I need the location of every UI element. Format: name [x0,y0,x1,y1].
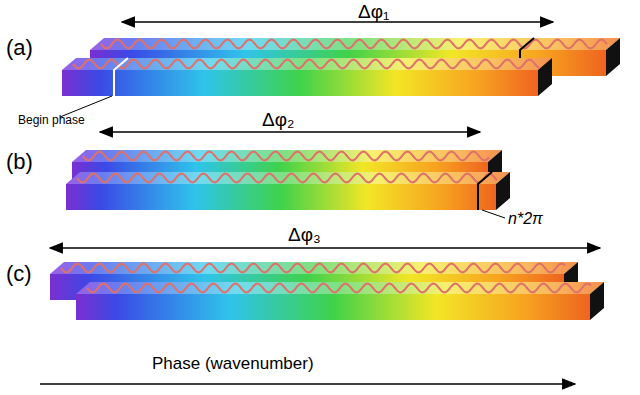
panel-label: (c) [6,262,32,286]
bar-top [72,150,502,162]
bar-front [66,184,496,210]
phase-mark [478,172,492,210]
wave [87,284,591,293]
phase-bars [50,38,620,320]
phase-bar [76,282,604,320]
wave [73,60,539,69]
bar-top [62,58,552,70]
bar-end [606,38,620,76]
axis-label: Phase (wavenumber) [152,355,314,374]
annotation-label: Begin phase [18,114,85,127]
span-arrow [100,131,480,133]
bar-end [496,172,510,210]
bar-end [590,282,604,320]
annotation-label: Δφ₃ [288,225,321,246]
bar-top [76,282,604,294]
span-arrow [50,247,600,249]
span-arrows [40,22,600,384]
bar-top [50,262,578,274]
phase-mark [114,58,128,96]
bar-front [62,70,538,96]
axis-arrow [40,383,575,385]
bar-top [90,38,620,50]
bar-front [76,294,590,320]
wave [83,152,489,161]
phase-bar [66,172,510,210]
bar-top [66,172,510,184]
leader-line [482,210,505,218]
wave [61,264,565,273]
annotation-label: n*2π [508,210,543,228]
bar-end [538,58,552,96]
annotation-label: Δφ₁ [358,2,389,23]
panel-label: (b) [6,150,33,174]
annotation-label: Δφ₂ [262,110,294,131]
phase-bar [62,58,552,96]
panel-label: (a) [6,36,33,60]
span-arrow [122,21,553,23]
wave [77,174,497,183]
